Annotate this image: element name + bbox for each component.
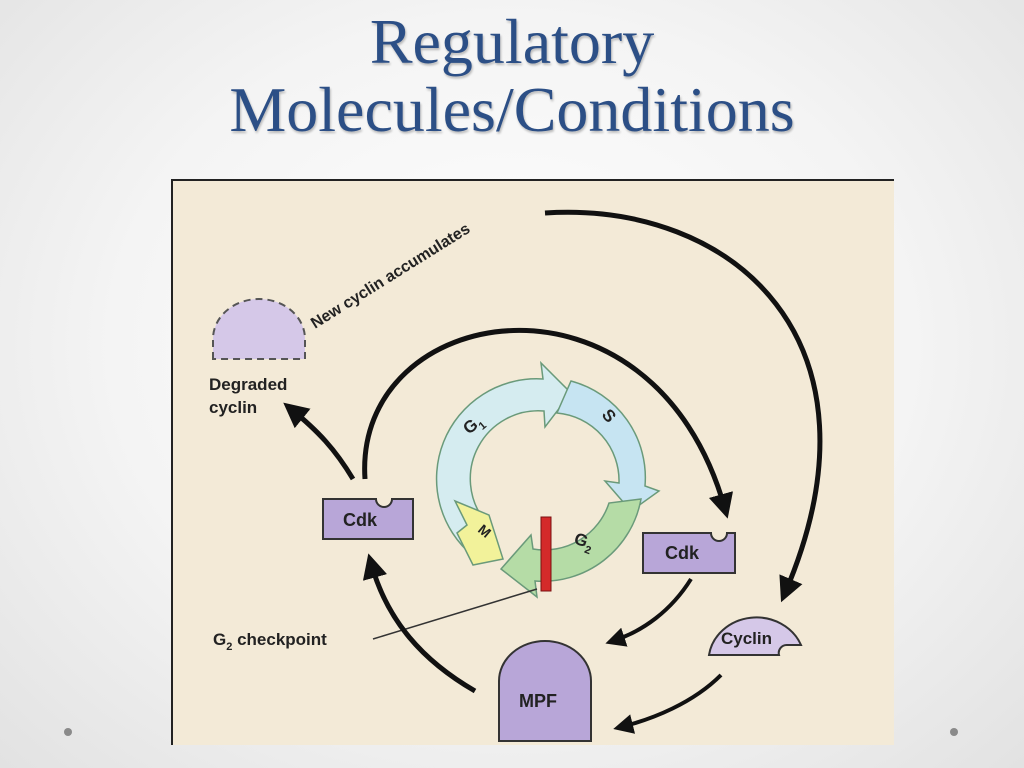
cdk-right-shape [642, 532, 736, 574]
cdk-left-shape [322, 498, 414, 540]
degraded-cyclin-label-1: Degraded [209, 375, 287, 394]
cell-cycle-svg: New cyclin accumulates Degraded cyclin G… [209, 209, 823, 742]
slide-nav-dot-right [950, 728, 958, 736]
slide-nav-dot-left [64, 728, 72, 736]
phase-g2-label: G2 [570, 529, 596, 557]
g2-checkpoint-label: G2 checkpoint [213, 630, 327, 653]
cyclin-shape [707, 616, 803, 656]
cdk-to-mpf-arrow [605, 577, 693, 647]
mpf-shape [498, 640, 592, 742]
checkpoint-pointer-line [372, 588, 538, 640]
cdk-right-label: Cdk [665, 543, 700, 563]
degraded-cyclin-label-2: cyclin [209, 398, 257, 417]
slide-title-line-1: Regulatory [369, 6, 655, 77]
cell-cycle-diagram: New cyclin accumulates Degraded cyclin G… [171, 179, 894, 745]
cdk-left-label: Cdk [343, 510, 378, 530]
cell-cycle-ring: G1 S G2 M [435, 360, 661, 599]
new-cyclin-arrow [544, 209, 823, 603]
mpf-to-cdk-arrow [362, 553, 477, 694]
g2-checkpoint-bar [540, 516, 552, 592]
phase-m-segment [453, 499, 504, 566]
phase-g2-segment [499, 498, 642, 599]
cyclin-to-mpf-arrow [613, 673, 723, 734]
degraded-cyclin-shape [212, 298, 306, 360]
cyclin-label: Cyclin [721, 629, 772, 648]
phase-s-segment [555, 380, 661, 513]
slide-title: Regulatory Molecules/Conditions [0, 8, 1024, 144]
mpf-label: MPF [519, 691, 557, 711]
slide-title-line-2: Molecules/Conditions [229, 74, 795, 145]
cdk-recycle-arrow [362, 328, 733, 519]
degradation-arrow [283, 402, 356, 481]
new-cyclin-label: New cyclin accumulates [308, 220, 473, 332]
